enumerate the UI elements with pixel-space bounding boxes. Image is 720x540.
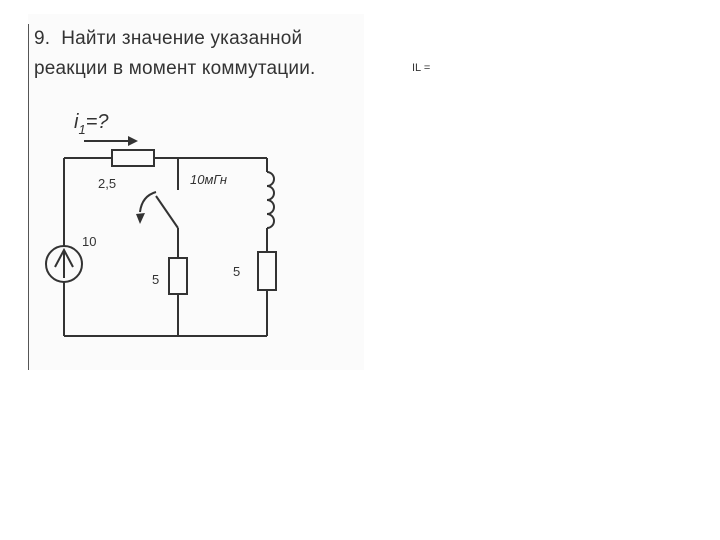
switch-arrow-head <box>136 213 145 224</box>
switch-arrow <box>139 191 157 213</box>
problem-text-1: Найти значение указанной <box>61 28 303 49</box>
resistor-top <box>111 149 155 167</box>
problem-statement: 9. Найти значение указанной реакции в мо… <box>34 24 360 84</box>
resistor-top-value: 2,5 <box>98 176 116 191</box>
problem-line-2: реакции в момент коммутации. <box>34 58 316 79</box>
resistor-middle <box>168 257 188 295</box>
source-arrow-head <box>54 247 74 268</box>
current-label: i1=? <box>74 111 109 137</box>
scan-edge <box>28 24 29 370</box>
resistor-right <box>257 251 277 291</box>
inductor-current-label: IL = <box>412 62 431 74</box>
problem-line-1: 9. Найти значение указанной <box>34 24 360 54</box>
current-arrow-head <box>128 136 138 146</box>
scanned-problem: 9. Найти значение указанной реакции в мо… <box>28 14 364 370</box>
switch-blade <box>155 195 179 229</box>
circuit-diagram: i1=? 2,5 10мГн 10 5 5 <box>45 111 277 337</box>
resistor-right-value: 5 <box>233 264 240 279</box>
source-value: 10 <box>82 234 96 249</box>
inductor <box>266 171 275 229</box>
resistor-middle-value: 5 <box>152 272 159 287</box>
problem-number: 9. <box>34 28 51 49</box>
inductor-value: 10мГн <box>190 172 227 187</box>
